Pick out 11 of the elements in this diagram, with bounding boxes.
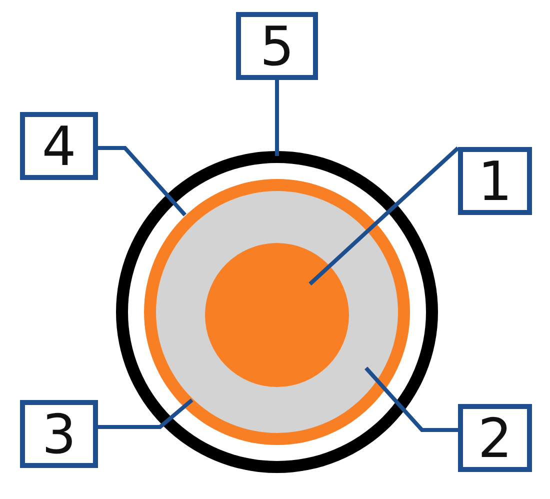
callout-number: 2 bbox=[458, 404, 532, 472]
callout-number: 5 bbox=[236, 12, 318, 80]
callout-number: 3 bbox=[20, 400, 98, 468]
callout-number: 4 bbox=[20, 112, 98, 180]
dielectric-layer bbox=[156, 191, 398, 433]
leader-line bbox=[98, 398, 194, 429]
callout-number: 1 bbox=[458, 147, 532, 215]
leader-line bbox=[308, 146, 460, 286]
leader-line bbox=[364, 366, 458, 432]
leader-line bbox=[98, 146, 186, 216]
leader-line bbox=[275, 80, 279, 156]
